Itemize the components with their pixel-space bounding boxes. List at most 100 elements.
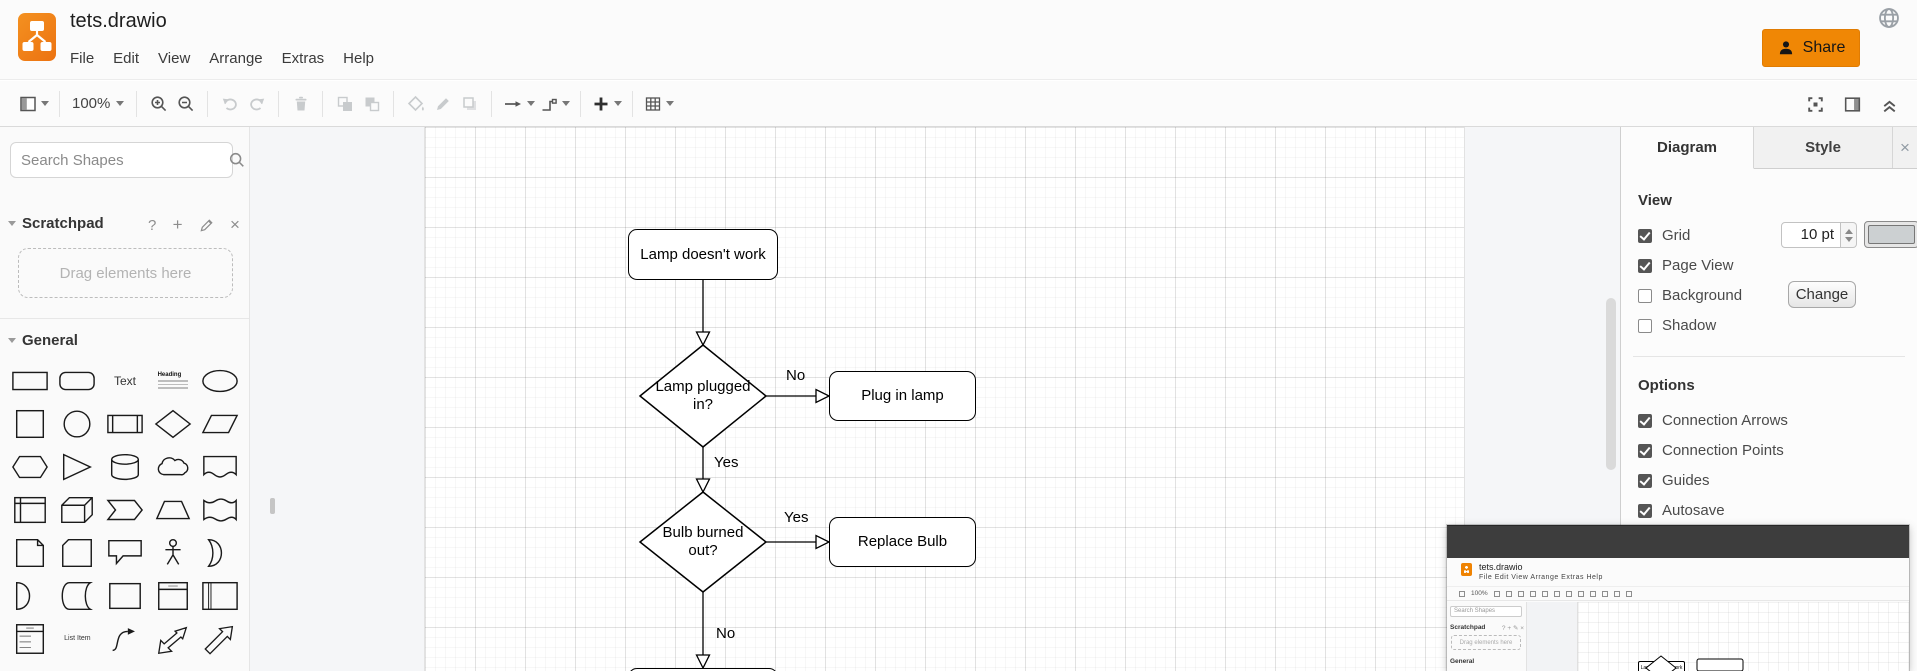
zoom-in-icon[interactable] [145, 88, 172, 120]
scratchpad-header[interactable]: Scratchpad [8, 215, 104, 232]
tab-style[interactable]: Style [1754, 127, 1893, 168]
flowchart-decision[interactable]: Bulb burned out? [662, 524, 744, 559]
globe-icon[interactable] [1877, 6, 1901, 30]
scratchpad-help-icon[interactable]: ? [148, 216, 157, 234]
shape-curve[interactable] [103, 619, 147, 659]
shape-rectangle[interactable] [8, 361, 52, 401]
shape-trapezoid[interactable] [151, 490, 195, 530]
shape-container[interactable] [103, 576, 147, 616]
grid-color-swatch[interactable] [1864, 221, 1917, 248]
checkbox-connection-points[interactable] [1638, 443, 1652, 458]
collapse-icon[interactable] [1876, 88, 1903, 120]
shape-circle[interactable] [55, 404, 99, 444]
zoom-level-button[interactable]: 100% [68, 88, 128, 120]
options-section-title: Options [1638, 377, 1695, 394]
shape-callout[interactable] [103, 533, 147, 573]
flowchart-decision[interactable]: Lamp plugged in? [655, 378, 751, 413]
close-panel-icon[interactable]: × [1900, 137, 1910, 157]
panel-row-connection-arrows: Connection Arrows [1638, 408, 1905, 433]
shape-cylinder[interactable] [103, 447, 147, 487]
scratchpad-close-icon[interactable]: × [230, 215, 240, 234]
checkbox-background[interactable] [1638, 288, 1652, 303]
edge-label[interactable]: No [786, 367, 806, 384]
spinner-down-icon[interactable] [1844, 236, 1853, 242]
checkbox-grid[interactable] [1638, 228, 1652, 243]
screen-preview-window[interactable]: tets.drawio File Edit View Arrange Extra… [1447, 525, 1909, 671]
shape-rounded-rectangle[interactable] [55, 361, 99, 401]
shape-card[interactable] [55, 533, 99, 573]
shape-internal-storage[interactable] [8, 490, 52, 530]
connection-icon[interactable] [500, 88, 537, 120]
shape-list-item[interactable]: List Item [64, 635, 91, 642]
mini-zoom-level: 100% [1471, 590, 1488, 597]
change-background-button[interactable]: Change [1788, 281, 1856, 308]
shape-square[interactable] [8, 404, 52, 444]
shape-triangle[interactable] [55, 447, 99, 487]
menu-file[interactable]: File [70, 50, 95, 67]
checkbox-guides[interactable] [1638, 473, 1652, 488]
flowchart-edges [638, 280, 831, 670]
checkbox-shadow[interactable] [1638, 318, 1652, 333]
shape-cube[interactable] [55, 490, 99, 530]
preview-titlebar[interactable] [1447, 525, 1909, 558]
page-view-icon[interactable] [16, 88, 51, 120]
shape-data-storage[interactable] [55, 576, 99, 616]
search-input[interactable] [11, 151, 228, 169]
shape-tape[interactable] [198, 490, 242, 530]
sidebar-splitter-handle[interactable] [270, 498, 275, 514]
shape-text[interactable]: Text [113, 373, 136, 388]
checkbox-autosave[interactable] [1638, 503, 1652, 518]
shape-bidirectional-arrow[interactable] [151, 619, 195, 659]
shape-list[interactable] [8, 619, 52, 659]
scratchpad-edit-icon[interactable] [199, 218, 214, 233]
table-icon[interactable] [641, 88, 676, 120]
checkbox-label: Connection Points [1662, 442, 1784, 459]
shape-ellipse[interactable] [198, 361, 242, 401]
zoom-out-icon[interactable] [172, 88, 199, 120]
menu-help[interactable]: Help [343, 50, 375, 67]
zoom-level: 100% [72, 95, 111, 112]
shape-process[interactable] [103, 404, 147, 444]
shape-diamond[interactable] [151, 404, 195, 444]
shape-or[interactable] [198, 533, 242, 573]
shape-vertical-container[interactable] [151, 576, 195, 616]
insert-icon[interactable] [589, 88, 624, 120]
edge-label[interactable]: Yes [784, 509, 809, 526]
scratchpad-dropzone[interactable]: Drag elements here [18, 248, 233, 298]
scratchpad-add-icon[interactable]: + [172, 215, 183, 234]
waypoints-icon[interactable] [537, 88, 572, 120]
shape-cloud[interactable] [151, 447, 195, 487]
general-section-header[interactable]: General [8, 332, 78, 349]
flowchart-node[interactable]: Plug in lamp [829, 371, 976, 421]
edge-label[interactable]: No [716, 625, 736, 642]
search-icon[interactable] [228, 151, 246, 169]
menu-edit[interactable]: Edit [113, 50, 140, 67]
flowchart-node[interactable]: Lamp doesn't work [628, 229, 778, 280]
grid-size-input[interactable]: 10 pt [1781, 222, 1841, 248]
shape-document[interactable] [198, 447, 242, 487]
checkbox-page-view[interactable] [1638, 258, 1652, 273]
menu-view[interactable]: View [158, 50, 191, 67]
shape-hexagon[interactable] [8, 447, 52, 487]
shape-note[interactable] [8, 533, 52, 573]
share-button[interactable]: Share [1762, 29, 1860, 67]
shape-step[interactable] [103, 490, 147, 530]
spinner-up-icon[interactable] [1844, 228, 1853, 234]
shape-and[interactable] [8, 576, 52, 616]
checkbox-connection-arrows[interactable] [1638, 413, 1652, 428]
menu-arrange[interactable]: Arrange [209, 50, 263, 67]
shape-horizontal-container[interactable] [198, 576, 242, 616]
shape-actor[interactable] [151, 533, 195, 573]
canvas-vertical-scrollbar[interactable] [1606, 298, 1616, 470]
fullscreen-icon[interactable] [1802, 88, 1829, 120]
grid-size-stepper[interactable] [1841, 222, 1857, 248]
edge-label[interactable]: Yes [714, 454, 739, 471]
shape-textbox[interactable]: Heading [151, 361, 195, 401]
menu-extras[interactable]: Extras [281, 50, 325, 67]
tab-diagram[interactable]: Diagram [1621, 127, 1754, 169]
shape-parallelogram[interactable] [198, 404, 242, 444]
flowchart-node[interactable]: Replace Bulb [829, 517, 976, 567]
format-panel-icon[interactable] [1839, 88, 1866, 120]
shape-arrow[interactable] [198, 619, 242, 659]
